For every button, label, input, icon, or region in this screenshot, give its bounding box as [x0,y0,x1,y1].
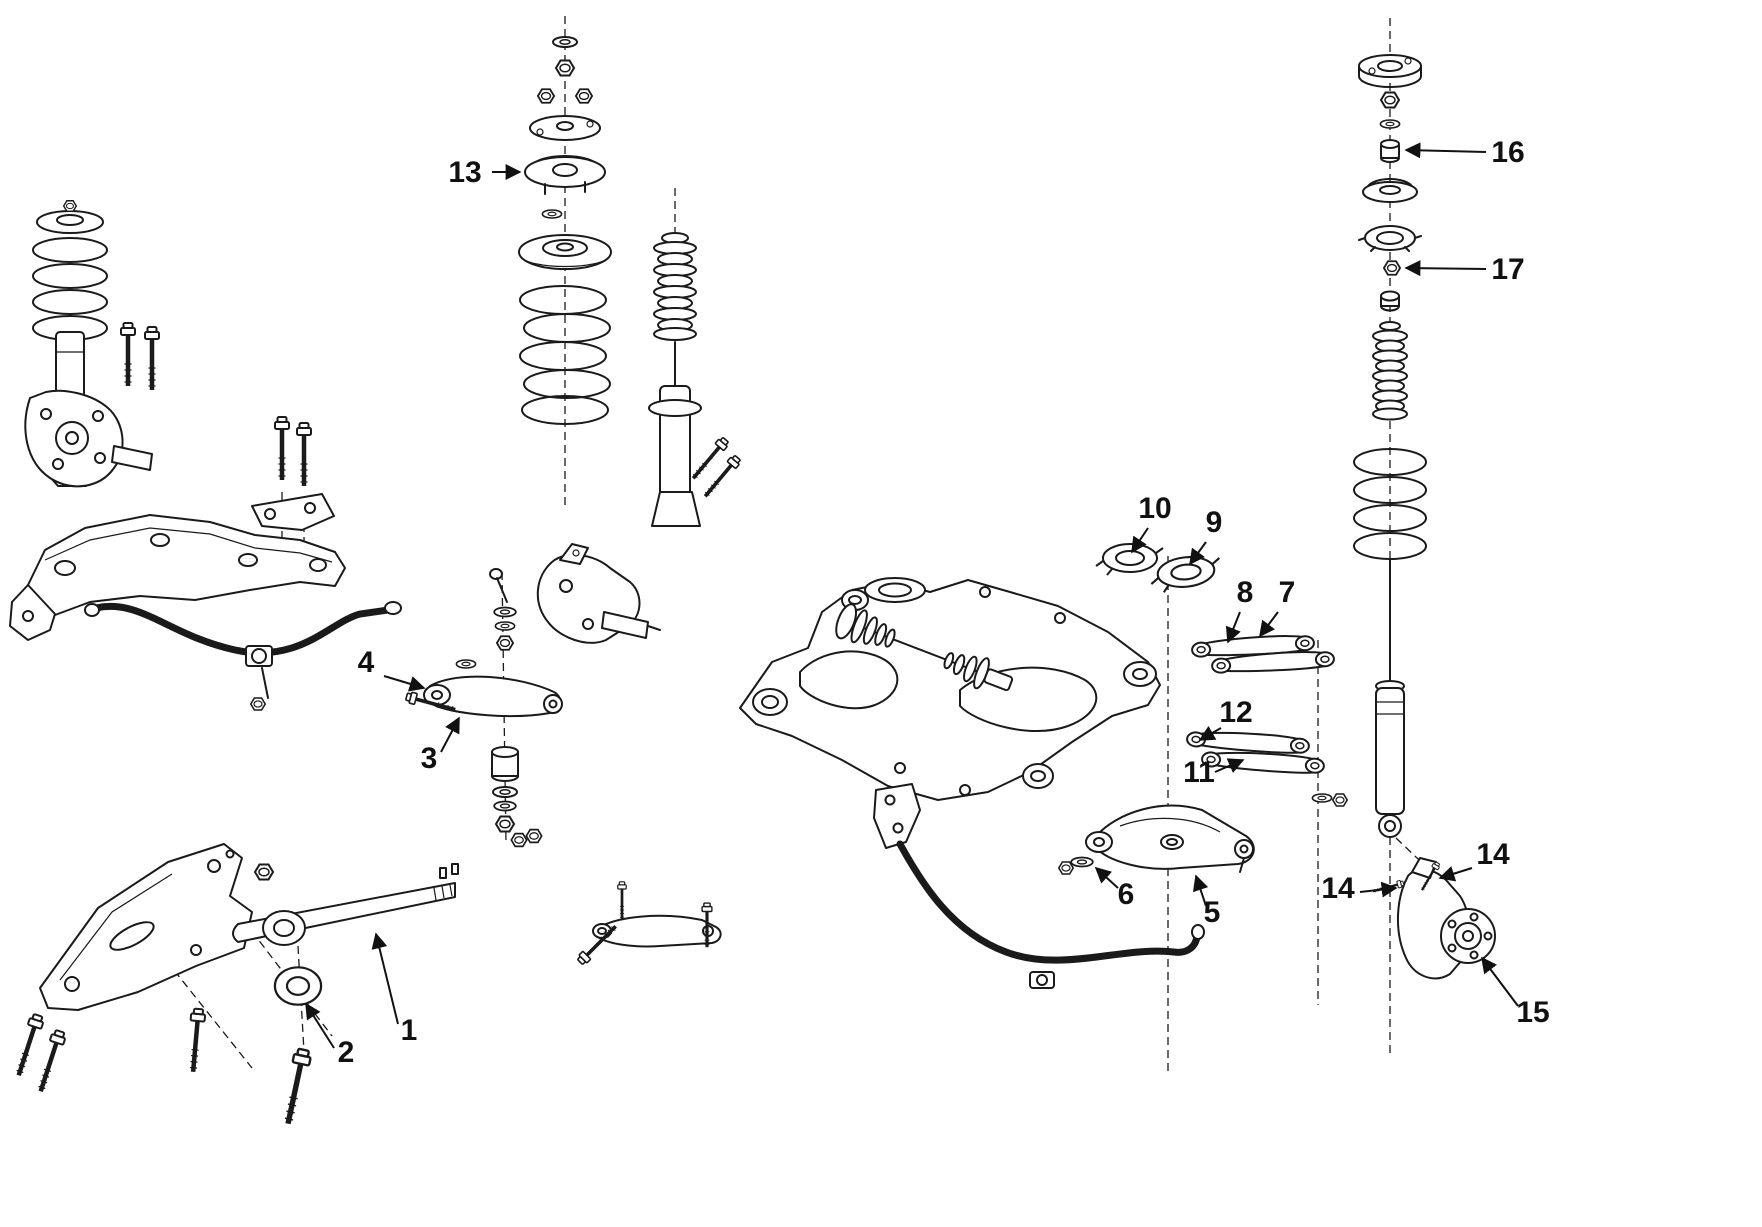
callout-15-label: 15 [1516,996,1549,1029]
callout-7-label: 7 [1279,576,1296,609]
callout-5-label: 5 [1204,896,1221,929]
rear-shock-absorber [1375,559,1405,838]
callout-12-label: 12 [1219,696,1252,729]
engine-mount-bracket [251,493,335,531]
hub [1440,908,1496,964]
callout-17: 17 [1404,253,1525,286]
rear-subframe [739,577,1161,849]
rear-stabilizer-bar [896,840,1205,989]
mount-nut [1383,260,1401,276]
subframe-bracket [873,783,921,849]
callout-7: 7 [1259,576,1296,638]
front-knuckle-hub [24,389,153,488]
callout-12: 12 [1198,696,1253,741]
callout-9-label: 9 [1206,506,1223,539]
callout-15: 15 [1481,956,1550,1029]
callout-4: 4 [358,646,426,692]
callouts: 13 16 17 10 9 8 7 12 [305,136,1550,1069]
front-suspension-assembly [9,200,402,711]
callout-10-label: 10 [1138,492,1171,525]
callout-9: 9 [1189,506,1223,566]
callout-1: 1 [371,932,418,1047]
callout-8: 8 [1225,576,1254,644]
callout-6-label: 6 [1118,878,1135,911]
callout-14-left-label: 14 [1321,872,1355,905]
tension-rod-assembly [12,843,459,1125]
front-crossmember [9,514,346,641]
upper-spring-seat [518,234,612,270]
callout-11-label: 11 [1183,756,1215,789]
front-stabilizer-bar [84,601,402,711]
rear-knuckle-hub [1370,857,1496,980]
strut-rod-washer [552,36,578,48]
callout-14-right-label: 14 [1476,838,1510,871]
lateral-link-front [1185,728,1311,756]
callout-5: 5 [1192,874,1221,929]
rear-lower-arm [1058,804,1255,875]
rear-mount-plate [1362,178,1418,203]
lower-arm-small [574,880,722,968]
callout-2: 2 [305,1002,355,1069]
callout-17-label: 17 [1491,253,1524,286]
control-arm-bushing-stack [491,746,543,848]
callout-16: 16 [1404,136,1525,169]
knuckle-bolt-1 [1370,878,1406,896]
steering-knuckle [536,543,661,644]
front-coil-spring [32,237,108,263]
front-strut-cartridge [648,341,744,527]
rear-spring-seat-ring [1358,225,1422,252]
small-bushing [1380,290,1400,312]
rear-spring-seat-lower [1147,552,1224,595]
callout-4-label: 4 [358,646,375,679]
callout-14-left: 14 [1321,872,1398,905]
callout-3-label: 3 [421,742,438,775]
callout-13-label: 13 [448,156,481,189]
front-control-arm-area [403,543,661,848]
rear-dust-boot [1372,321,1408,421]
callout-16-label: 16 [1491,136,1524,169]
tension-rod-bushing-2 [273,966,323,1006]
callout-11: 11 [1183,756,1245,789]
long-bolt [280,1048,312,1125]
front-coil-spring-exploded [519,285,611,425]
driveshaft [835,603,1014,692]
strut-rod-nut [555,59,575,77]
rear-links [1095,543,1336,1072]
callout-10: 10 [1131,492,1172,554]
rear-spring-seat-upper [1095,543,1164,576]
callout-2-label: 2 [338,1036,355,1069]
arm-washer [1070,856,1094,868]
strut-mount-plate [529,115,601,141]
callout-6: 6 [1094,866,1135,911]
callout-13: 13 [448,156,522,189]
tension-rod-bushing-1 [262,910,306,946]
callout-1-label: 1 [401,1014,418,1047]
callout-3: 3 [421,716,460,775]
spindle [601,611,649,639]
ball-joint-stud [489,568,508,603]
rear-shock-column [1311,18,1439,1058]
front-dust-boot [653,232,697,341]
strut-upper-mount [524,155,606,195]
callout-8-label: 8 [1237,576,1254,609]
front-strut-exploded [518,16,744,527]
lateral-link-rear [1200,748,1326,776]
mount-bushing [1380,139,1400,163]
callout-14-right: 14 [1438,838,1510,882]
lower-control-arm [403,659,563,718]
rear-upper-mount-stack [1358,54,1422,312]
trailing-arm-bracket [39,843,253,1011]
